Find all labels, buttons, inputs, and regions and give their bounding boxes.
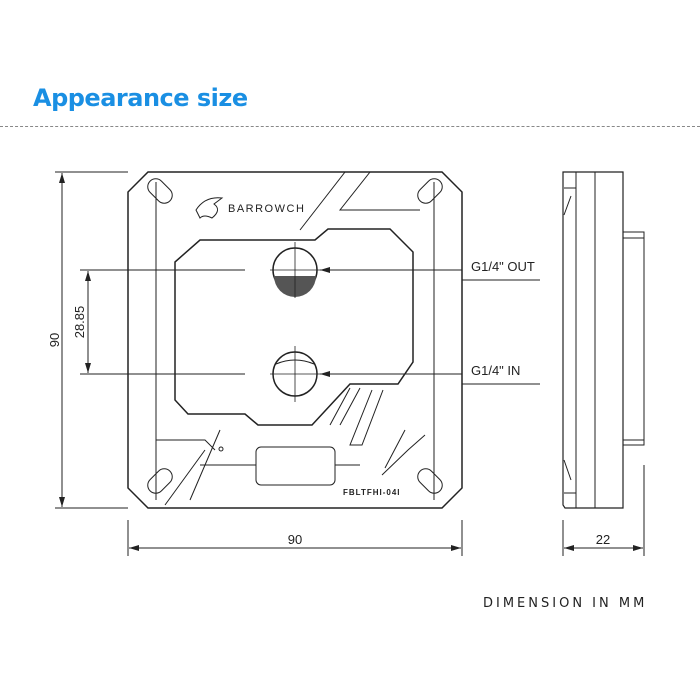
port-out: [270, 242, 320, 298]
dashed-divider: [0, 126, 700, 127]
port-in: [270, 346, 320, 402]
units-note: DIMENSION IN MM: [483, 596, 648, 611]
port-out-label: G1/4" OUT: [471, 259, 535, 274]
front-view: BARROWCH FBLTFHI-04I: [127, 171, 463, 509]
model-label: FBLTFHI-04I: [343, 488, 401, 497]
shark-logo-icon: [195, 197, 224, 219]
page-title: Appearance size: [33, 84, 248, 112]
width-dimension-label: 90: [288, 532, 302, 547]
mounting-holes: [147, 178, 443, 494]
brand-logo-text: BARROWCH: [228, 203, 305, 215]
side-view: [562, 171, 645, 509]
height-dimension-label: 90: [47, 333, 62, 347]
thickness-dimension-label: 22: [596, 532, 610, 547]
port-spacing-dimension-label: 28.85: [72, 306, 87, 339]
top-cover-outline: [174, 228, 414, 426]
dimension-lines: [55, 171, 645, 556]
port-in-label: G1/4" IN: [471, 363, 520, 378]
